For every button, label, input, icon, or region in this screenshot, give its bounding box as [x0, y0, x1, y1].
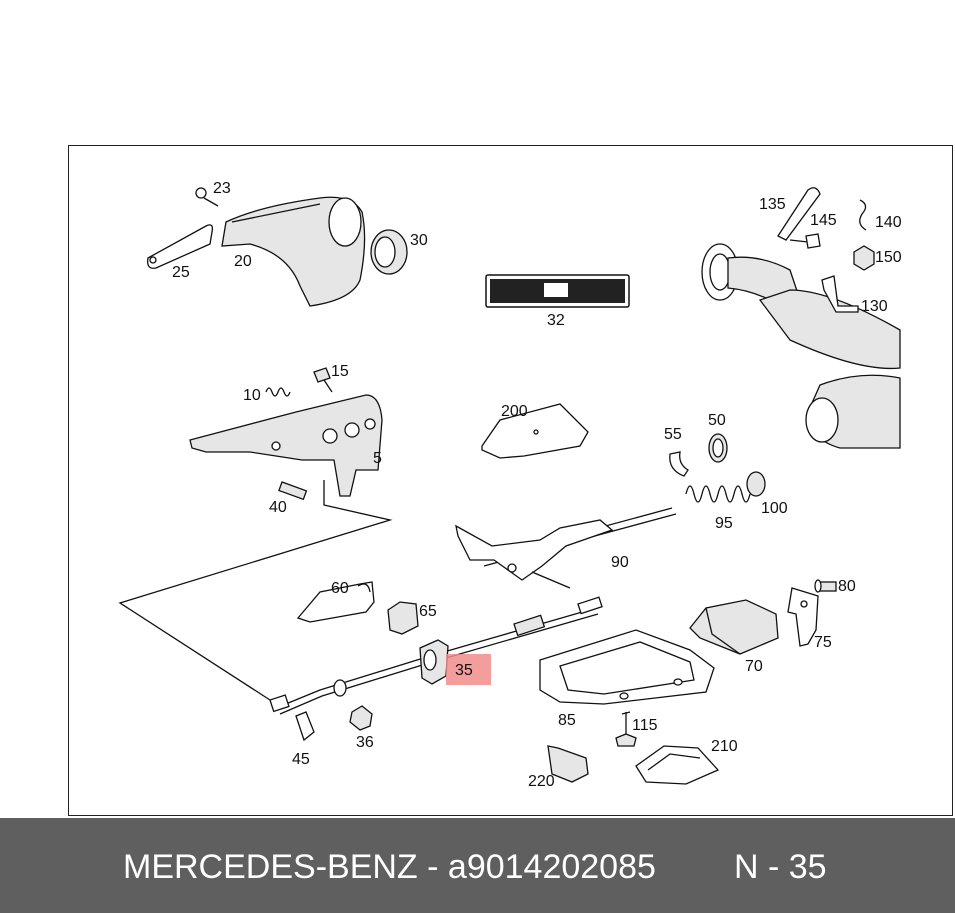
- callout-100: 100: [761, 500, 788, 517]
- callout-5: 5: [373, 450, 382, 467]
- callout-40: 40: [269, 499, 287, 516]
- part-15-bolt: [313, 367, 333, 393]
- part-10-spring: [265, 387, 291, 397]
- callout-135: 135: [759, 196, 786, 213]
- part-115-bolt: [615, 711, 637, 747]
- parts-diagram-frame: [68, 145, 953, 816]
- part-50-ring: [708, 433, 728, 463]
- footer-bar: [0, 818, 955, 913]
- part-200-plate: [481, 403, 589, 459]
- callout-36: 36: [356, 734, 374, 751]
- callout-95: 95: [715, 515, 733, 532]
- part-80-pin: [814, 579, 837, 593]
- part-35-cable: [269, 596, 603, 715]
- part-100-washer: [746, 471, 766, 497]
- callout-200: 200: [501, 403, 528, 420]
- part-25-grip: [147, 224, 214, 269]
- part-40-pin: [278, 481, 308, 501]
- part-210-cover: [635, 745, 720, 785]
- part-220-cap: [547, 745, 589, 783]
- part-column-tube: [701, 243, 901, 449]
- callout-115: 115: [632, 717, 658, 734]
- callout-65: 65: [419, 603, 437, 620]
- callout-55: 55: [664, 426, 682, 443]
- callout-60: 60: [331, 580, 349, 597]
- callout-23: 23: [213, 180, 231, 197]
- part-55-clip: [669, 451, 689, 477]
- part-60-bracket: [296, 581, 375, 623]
- part-135-bracket: [777, 187, 821, 241]
- part-65-block: [387, 601, 419, 635]
- footer-position: N - 35: [734, 848, 827, 886]
- callout-150: 150: [875, 249, 902, 266]
- part-85-tray: [539, 629, 715, 705]
- callout-20: 20: [234, 253, 252, 270]
- part-150-nut: [853, 245, 875, 271]
- callout-140: 140: [875, 214, 902, 231]
- callout-50: 50: [708, 412, 726, 429]
- part-75-bracket: [787, 587, 819, 647]
- callout-220: 220: [528, 773, 555, 790]
- part-45-clip: [295, 711, 315, 742]
- part-90-rod: [455, 507, 677, 589]
- mounting-plane-outline: [118, 480, 393, 701]
- callout-130: 130: [861, 298, 888, 315]
- callout-15: 15: [331, 363, 349, 380]
- part-145-bolt: [789, 233, 821, 249]
- callout-30: 30: [410, 232, 428, 249]
- callout-210: 210: [711, 738, 738, 755]
- part-130-strap: [821, 275, 859, 313]
- part-23-screw: [195, 187, 219, 207]
- callout-45: 45: [292, 751, 310, 768]
- callout-90: 90: [611, 554, 629, 571]
- callout-10: 10: [243, 387, 261, 404]
- part-95-spring: [685, 485, 751, 503]
- callout-145: 145: [810, 212, 837, 229]
- part-5-bracket: [189, 394, 383, 497]
- callout-75: 75: [814, 634, 832, 651]
- part-32-warning-label: [485, 274, 630, 308]
- callout-85: 85: [558, 712, 576, 729]
- callout-70: 70: [745, 658, 763, 675]
- callout-80: 80: [838, 578, 856, 595]
- callout-32: 32: [547, 312, 565, 329]
- callout-25: 25: [172, 264, 190, 281]
- highlight-box-35: [446, 654, 491, 685]
- part-36-nut: [349, 705, 373, 731]
- part-20-lever-cover: [221, 196, 366, 307]
- footer-part-number: MERCEDES-BENZ - a9014202085: [123, 848, 656, 886]
- part-30-cap: [370, 229, 408, 275]
- callout-35: 35: [455, 662, 473, 679]
- part-140-clip: [859, 199, 867, 231]
- part-70-cover: [689, 599, 779, 655]
